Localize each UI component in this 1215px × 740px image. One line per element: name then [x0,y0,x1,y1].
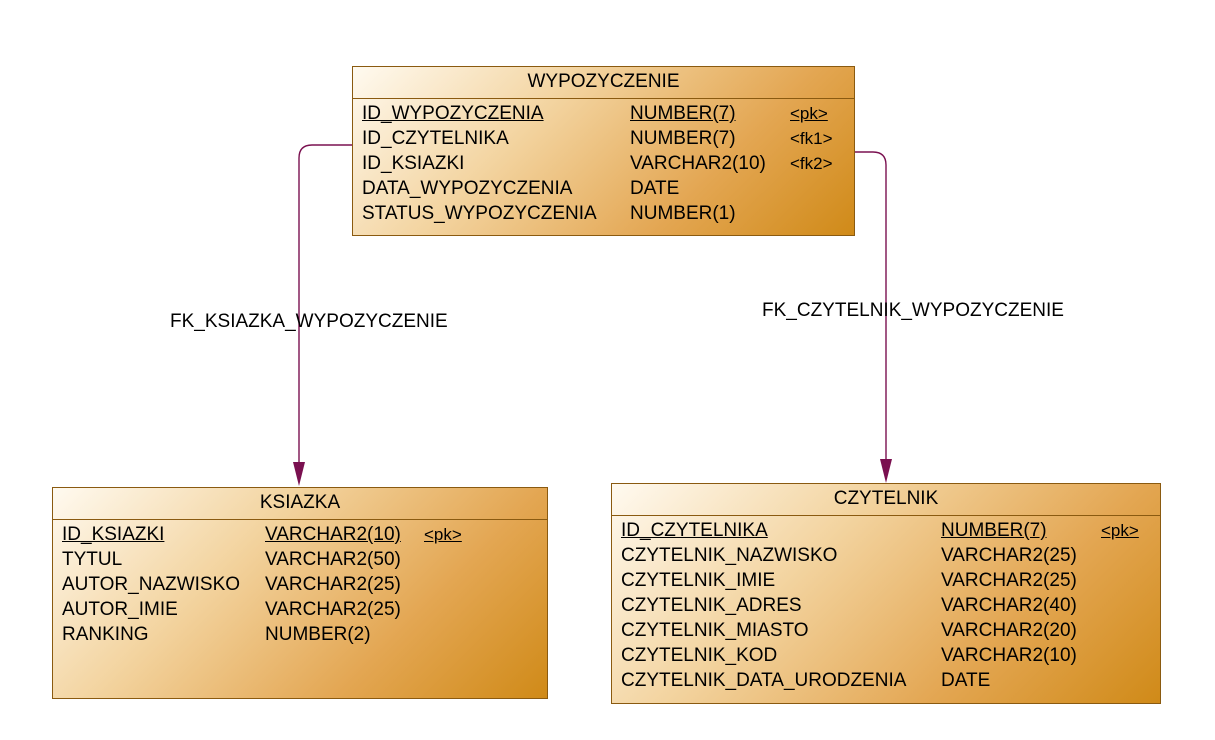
column-type: DATE [630,178,680,199]
entity-czytelnik[interactable]: CZYTELNIK ID_CZYTELNIKA NUMBER(7) <pk> C… [611,483,1161,704]
column-row: AUTOR_IMIE VARCHAR2(25) [53,597,547,622]
column-row: RANKING NUMBER(2) [53,622,547,647]
arrowhead-czytelnik [880,459,892,483]
column-name: CZYTELNIK_MIASTO [621,620,809,641]
column-name: CZYTELNIK_NAZWISKO [621,545,838,566]
column-row: CZYTELNIK_ADRES VARCHAR2(40) [612,593,1160,618]
column-type: VARCHAR2(25) [265,599,401,620]
column-row: CZYTELNIK_IMIE VARCHAR2(25) [612,568,1160,593]
column-row: CZYTELNIK_KOD VARCHAR2(10) [612,643,1160,668]
column-row: AUTOR_NAZWISKO VARCHAR2(25) [53,572,547,597]
column-type: VARCHAR2(10) [265,524,401,545]
column-type: VARCHAR2(25) [941,545,1077,566]
entity-title: KSIAZKA [53,488,547,520]
arrowhead-ksiazka [293,462,305,486]
column-name: RANKING [62,624,149,645]
column-row: TYTUL VARCHAR2(50) [53,547,547,572]
link-czytelnik-wypozyczenie [855,151,887,459]
link-ksiazka-wypozyczenie [298,144,352,462]
column-name: ID_KSIAZKI [362,153,465,174]
column-name: AUTOR_IMIE [62,599,178,620]
column-name: DATA_WYPOZYCZENIA [362,178,573,199]
column-row: ID_CZYTELNIKA NUMBER(7) <fk1> [353,126,854,151]
column-list: ID_KSIAZKI VARCHAR2(10) <pk> TYTUL VARCH… [53,520,547,647]
column-list: ID_CZYTELNIKA NUMBER(7) <pk> CZYTELNIK_N… [612,516,1160,693]
column-type: VARCHAR2(50) [265,549,401,570]
column-key: <pk> [790,104,828,123]
column-name: ID_CZYTELNIKA [621,520,768,541]
column-name: CZYTELNIK_ADRES [621,595,802,616]
column-key: <pk> [424,525,462,544]
column-name: CZYTELNIK_KOD [621,645,778,666]
column-name: CZYTELNIK_DATA_URODZENIA [621,670,907,691]
column-name: AUTOR_NAZWISKO [62,574,241,595]
column-row: ID_KSIAZKI VARCHAR2(10) <pk> [53,522,547,547]
column-row: ID_KSIAZKI VARCHAR2(10) <fk2> [353,151,854,176]
column-list: ID_WYPOZYCZENIA NUMBER(7) <pk> ID_CZYTEL… [353,99,854,226]
relationship-label-czytelnik: FK_CZYTELNIK_WYPOZYCZENIE [762,300,1064,321]
column-row: CZYTELNIK_MIASTO VARCHAR2(20) [612,618,1160,643]
column-type: NUMBER(1) [630,203,736,224]
column-type: NUMBER(7) [630,128,736,149]
column-name: ID_KSIAZKI [62,524,165,545]
column-row: CZYTELNIK_NAZWISKO VARCHAR2(25) [612,543,1160,568]
column-row: CZYTELNIK_DATA_URODZENIA DATE [612,668,1160,693]
column-type: NUMBER(2) [265,624,371,645]
column-type: VARCHAR2(25) [941,570,1077,591]
column-name: CZYTELNIK_IMIE [621,570,776,591]
column-row: ID_CZYTELNIKA NUMBER(7) <pk> [612,518,1160,543]
column-row: ID_WYPOZYCZENIA NUMBER(7) <pk> [353,101,854,126]
column-type: VARCHAR2(10) [630,153,766,174]
entity-wypozyczenie[interactable]: WYPOZYCZENIE ID_WYPOZYCZENIA NUMBER(7) <… [352,66,855,236]
column-type: NUMBER(7) [941,520,1047,541]
column-row: STATUS_WYPOZYCZENIA NUMBER(1) [353,201,854,226]
column-type: DATE [941,670,991,691]
entity-ksiazka[interactable]: KSIAZKA ID_KSIAZKI VARCHAR2(10) <pk> TYT… [52,487,548,699]
relationship-label-ksiazka: FK_KSIAZKA_WYPOZYCZENIE [170,311,448,332]
column-type: NUMBER(7) [630,103,736,124]
column-key: <fk1> [790,129,833,148]
column-type: VARCHAR2(20) [941,620,1077,641]
column-key: <fk2> [790,154,833,173]
column-key: <pk> [1101,521,1139,540]
entity-title: WYPOZYCZENIE [353,67,854,99]
column-row: DATA_WYPOZYCZENIA DATE [353,176,854,201]
column-name: ID_WYPOZYCZENIA [362,103,544,124]
column-name: ID_CZYTELNIKA [362,128,509,149]
column-type: VARCHAR2(25) [265,574,401,595]
entity-title: CZYTELNIK [612,484,1160,516]
column-type: VARCHAR2(40) [941,595,1077,616]
column-type: VARCHAR2(10) [941,645,1077,666]
column-name: STATUS_WYPOZYCZENIA [362,203,597,224]
column-name: TYTUL [62,549,123,570]
